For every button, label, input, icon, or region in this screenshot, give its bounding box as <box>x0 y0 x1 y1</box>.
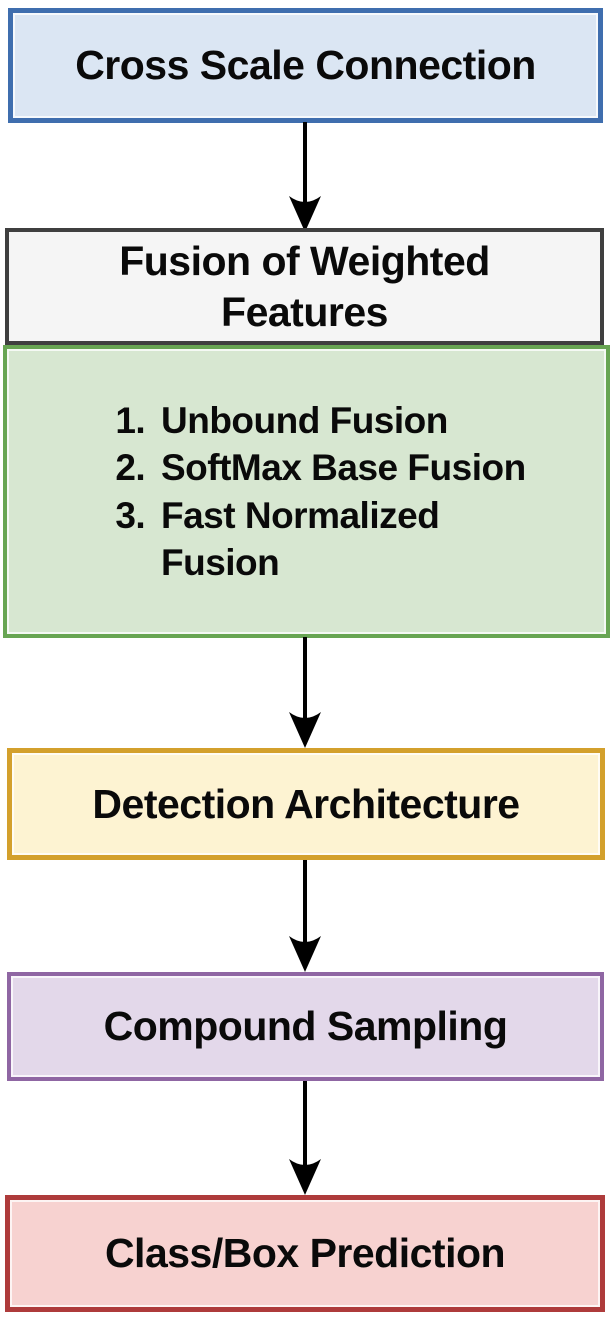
flow-arrow-down <box>288 637 322 748</box>
arrow-stem <box>303 122 307 204</box>
node-fusion-of-weighted-features: Fusion of Weighted Features <box>5 228 604 345</box>
node-detection-architecture: Detection Architecture <box>7 748 605 860</box>
arrow-head-icon <box>289 1159 321 1195</box>
arrow-head-icon <box>289 936 321 972</box>
arrow-stem <box>303 1081 307 1167</box>
flow-arrow-down <box>288 860 322 972</box>
node-label: Detection Architecture <box>92 780 520 827</box>
arrow-stem <box>303 637 307 720</box>
node-fusion-methods-list: Unbound Fusion SoftMax Base Fusion Fast … <box>3 345 610 638</box>
node-label: Compound Sampling <box>103 1003 508 1050</box>
flow-arrow-down <box>288 1081 322 1195</box>
node-label: Fusion of Weighted Features <box>119 238 490 335</box>
node-label: Cross Scale Connection <box>75 42 536 89</box>
arrow-head-icon <box>289 196 321 232</box>
node-label: Class/Box Prediction <box>104 1230 506 1277</box>
flow-arrow-down <box>288 122 322 232</box>
fusion-method-item: SoftMax Base Fusion <box>155 444 544 491</box>
arrow-stem <box>303 860 307 944</box>
node-class-box-prediction: Class/Box Prediction <box>5 1195 605 1312</box>
fusion-method-item: Unbound Fusion <box>155 397 544 444</box>
fusion-method-item: Fast Normalized Fusion <box>155 492 544 587</box>
node-compound-sampling: Compound Sampling <box>7 972 604 1081</box>
fusion-methods-ordered-list: Unbound Fusion SoftMax Base Fusion Fast … <box>7 397 606 586</box>
arrow-head-icon <box>289 712 321 748</box>
node-cross-scale-connection: Cross Scale Connection <box>8 8 603 123</box>
